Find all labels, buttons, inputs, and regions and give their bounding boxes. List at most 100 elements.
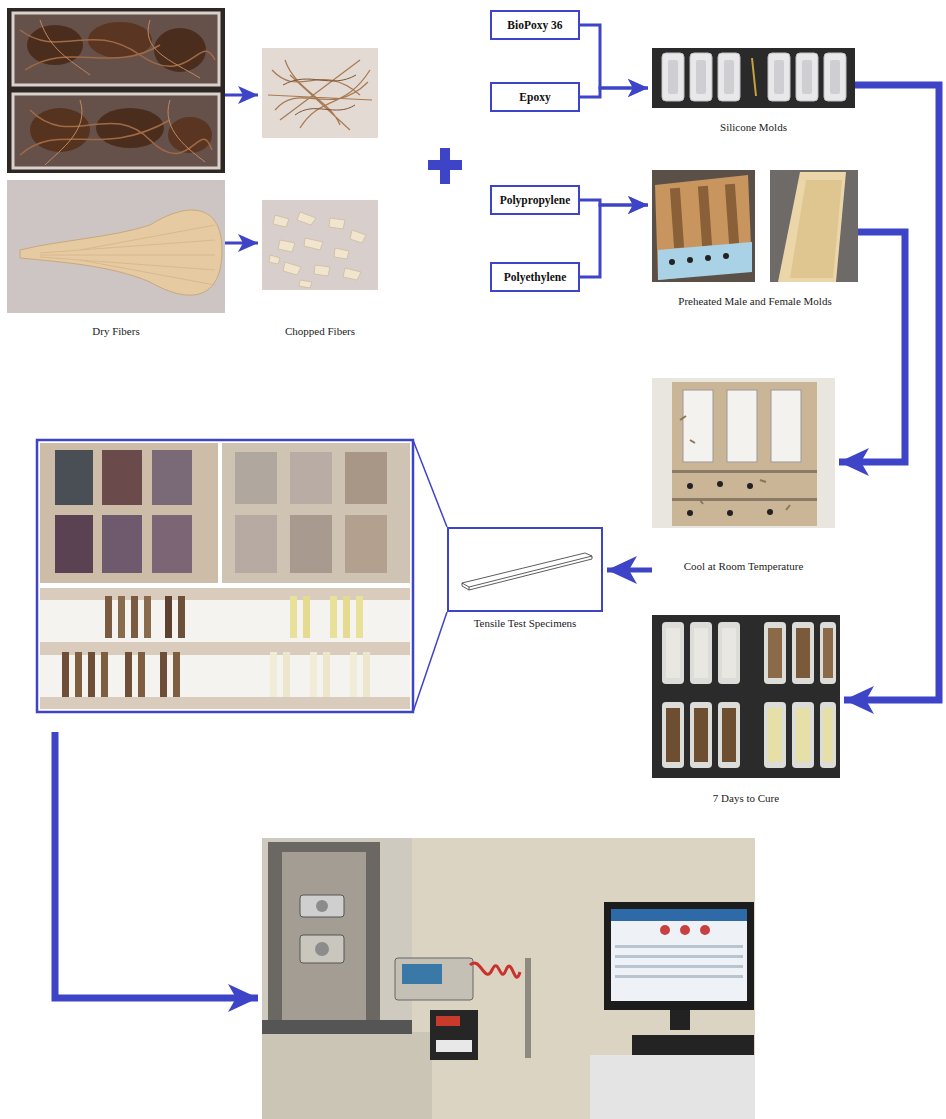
- photo-detail: [652, 615, 840, 778]
- photo-detail: [802, 60, 812, 94]
- photo-detail: [462, 553, 592, 587]
- photo-detail: [690, 53, 712, 101]
- photo-detail: [662, 622, 684, 684]
- drawing-frame: [447, 527, 603, 612]
- photo-detail: [705, 255, 711, 261]
- photo-detail: [303, 596, 310, 638]
- process-photo: Preheated Male and Female Molds: [652, 170, 858, 308]
- preheated-molds-photo: [652, 170, 858, 282]
- photo-detail: [395, 958, 473, 1000]
- photo-detail: [670, 188, 684, 249]
- flow-arrow: [225, 94, 258, 97]
- photo-detail: [144, 596, 151, 638]
- photo-detail: [767, 509, 773, 515]
- photo-detail: [40, 225, 215, 285]
- photo-detail: [88, 652, 95, 697]
- photo-detail: [690, 702, 712, 768]
- photo-detail: [764, 702, 786, 768]
- photo-detail: [356, 596, 363, 638]
- photo-detail: [768, 708, 782, 762]
- material-label: Polypropylene: [500, 194, 571, 206]
- photo-detail: [290, 515, 332, 573]
- photo-detail: [820, 622, 836, 684]
- photo-detail: [310, 652, 317, 697]
- photo-detail: [30, 108, 90, 152]
- photo-detail: [269, 212, 366, 288]
- photo-detail: [55, 450, 93, 505]
- photo-detail: [323, 652, 330, 697]
- photo-detail: [40, 600, 410, 642]
- flow-arrow: [55, 732, 258, 998]
- photo-detail: [669, 259, 675, 265]
- photo-detail: [165, 596, 172, 638]
- photo-detail: [262, 1032, 432, 1119]
- photo-detail: [652, 378, 835, 528]
- photo-detail: [683, 390, 713, 462]
- photo-detail: [290, 596, 297, 638]
- photo-detail: [62, 652, 69, 697]
- matrix-box: BioPoxy 36: [490, 10, 580, 40]
- photo-detail: [75, 652, 82, 697]
- photo-detail: [7, 8, 225, 173]
- photo-detail: [262, 838, 755, 1119]
- photo-detail: [40, 20, 205, 165]
- photo-detail: [268, 842, 380, 1032]
- photo-detail: [771, 390, 801, 462]
- photo-detail: [725, 184, 739, 245]
- photo-detail: [105, 596, 112, 638]
- photo-detail: [138, 652, 145, 697]
- photo-detail: [768, 628, 782, 678]
- photo-detail: [345, 452, 387, 504]
- matrix-box: Polypropylene: [490, 185, 580, 215]
- photo-line: [752, 58, 756, 96]
- photo-detail: [363, 652, 370, 697]
- photo-detail: [615, 965, 743, 968]
- photo-detail: [262, 1020, 412, 1034]
- photo-detail: [727, 510, 733, 516]
- photo-detail: [178, 596, 185, 638]
- photo-detail: [666, 628, 680, 678]
- photo-detail: [792, 622, 814, 684]
- photo-detail: [13, 94, 219, 168]
- photo-detail: [774, 60, 784, 94]
- photo-detail: [611, 909, 747, 1001]
- photo-detail: [698, 186, 712, 247]
- cooling-molds-photo: [652, 378, 835, 528]
- flow-arrow: [844, 85, 939, 700]
- photo-detail: [727, 390, 757, 462]
- photo-detail: [7, 180, 225, 313]
- photo-detail: [37, 440, 413, 712]
- photo-detail: [724, 60, 734, 94]
- process-photo: Silicone Molds: [652, 48, 855, 134]
- photo-detail: [160, 652, 167, 697]
- photo-detail: [350, 652, 357, 697]
- photo-detail: [462, 583, 469, 590]
- photo-detail: [662, 702, 684, 768]
- photo-detail: [770, 170, 858, 282]
- plus-sign: [428, 148, 462, 184]
- flow-arrow: [580, 205, 648, 277]
- photo-detail: [652, 48, 855, 108]
- photo-detail: [666, 708, 680, 762]
- photo-detail: [282, 852, 366, 1022]
- photo-detail: [470, 963, 520, 977]
- coir-photo: [7, 8, 225, 173]
- photo-detail: [668, 60, 678, 94]
- photo-detail: [700, 925, 710, 935]
- photo-detail: [469, 556, 592, 590]
- photo-detail: [270, 652, 277, 697]
- photo-detail: [718, 702, 740, 768]
- photo-detail: [436, 1040, 472, 1052]
- photo-detail: [20, 210, 222, 295]
- photo-detail: [40, 588, 410, 709]
- fiber-photo-group: Chopped Fibers: [262, 48, 378, 338]
- photo-detail: [615, 955, 743, 958]
- photo-detail: [316, 900, 328, 912]
- material-label: Polyethylene: [504, 271, 567, 283]
- curing-molds-photo: [652, 615, 840, 778]
- photo-detail: [222, 443, 410, 583]
- specimen-photo-panel: [37, 440, 413, 712]
- photo-detail: [687, 483, 693, 489]
- step-caption: Silicone Molds: [720, 121, 787, 134]
